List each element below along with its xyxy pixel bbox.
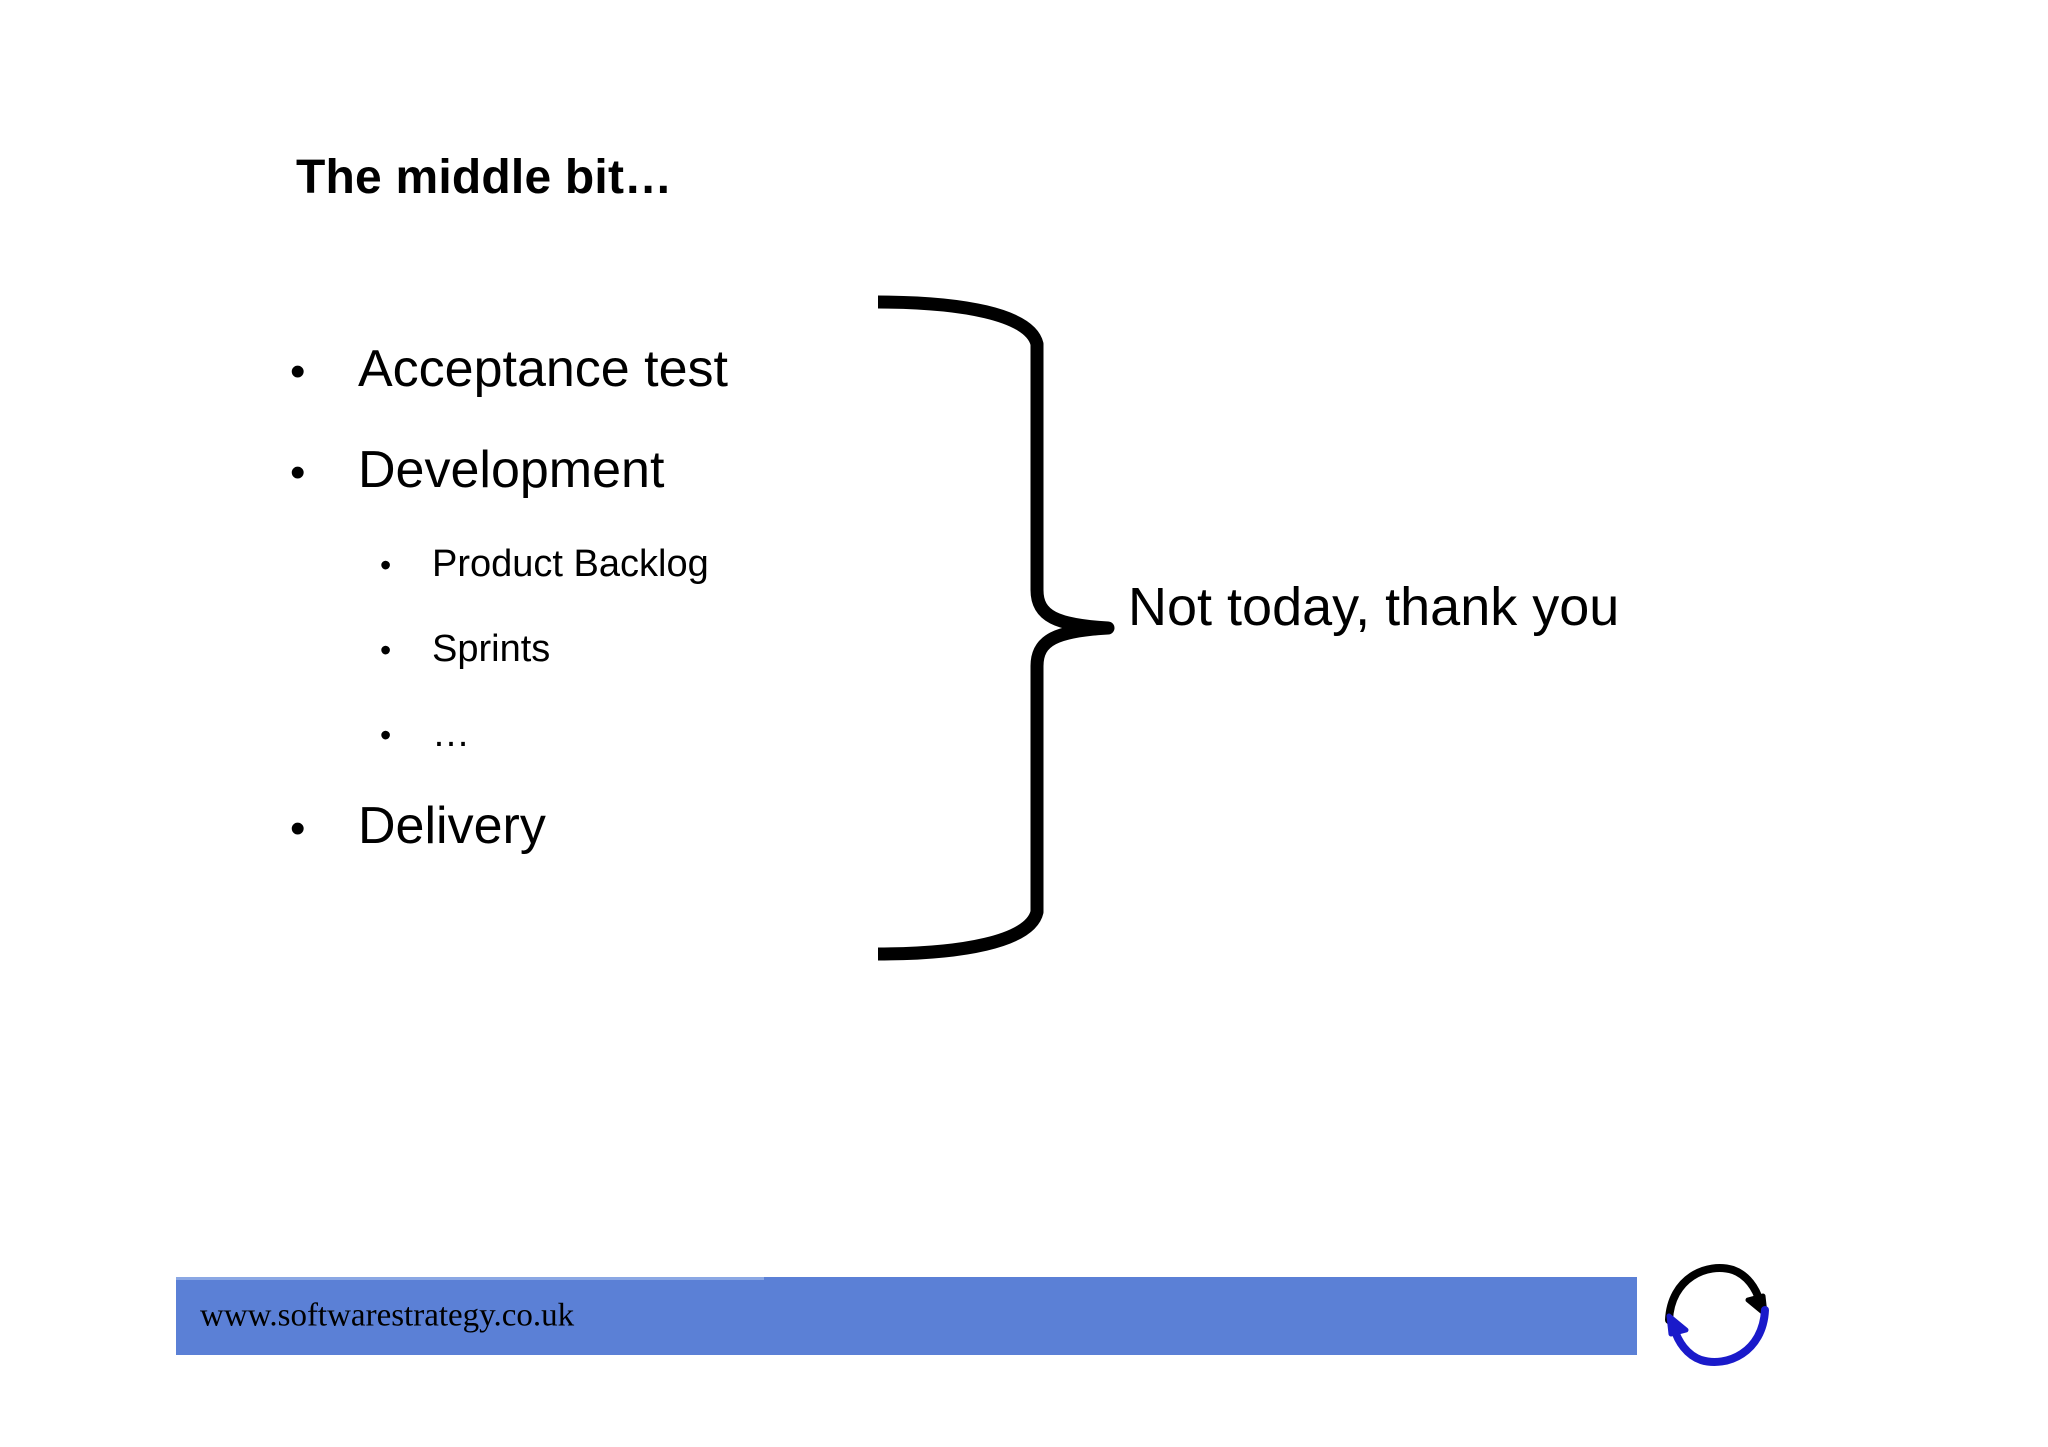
bullet-marker-icon: •	[290, 347, 306, 396]
list-item-label: Acceptance test	[358, 340, 728, 398]
footer-bar: www.softwarestrategy.co.uk	[176, 1277, 1637, 1355]
footer-url-label[interactable]: www.softwarestrategy.co.uk	[200, 1297, 575, 1334]
list-item-label: Product Backlog	[432, 543, 709, 585]
list-item-label: Sprints	[432, 628, 551, 670]
list-item: • Sprints	[290, 607, 930, 692]
logo	[1655, 1252, 1779, 1376]
bullet-list: • Acceptance test • Development • Produc…	[290, 320, 930, 878]
bullet-marker-icon: •	[380, 547, 392, 583]
list-item: • Delivery	[290, 777, 930, 878]
brace-annotation	[860, 280, 1140, 970]
list-item: • Development	[290, 421, 930, 522]
list-item: • Acceptance test	[290, 320, 930, 421]
circular-refresh-arrows-icon	[1665, 1264, 1769, 1366]
right-curly-brace-icon	[877, 295, 1115, 961]
bullet-marker-icon: •	[380, 632, 392, 668]
list-item-label: Development	[358, 441, 665, 499]
list-item: • Product Backlog	[290, 522, 930, 607]
callout-label: Not today, thank you	[1128, 577, 1620, 637]
list-item-label: …	[432, 713, 470, 755]
bullet-marker-icon: •	[290, 804, 306, 853]
bullet-marker-icon: •	[290, 448, 306, 497]
list-item-label: Delivery	[358, 797, 546, 855]
list-item: • …	[290, 692, 930, 777]
page-title: The middle bit…	[296, 151, 673, 204]
bullet-marker-icon: •	[380, 717, 392, 753]
